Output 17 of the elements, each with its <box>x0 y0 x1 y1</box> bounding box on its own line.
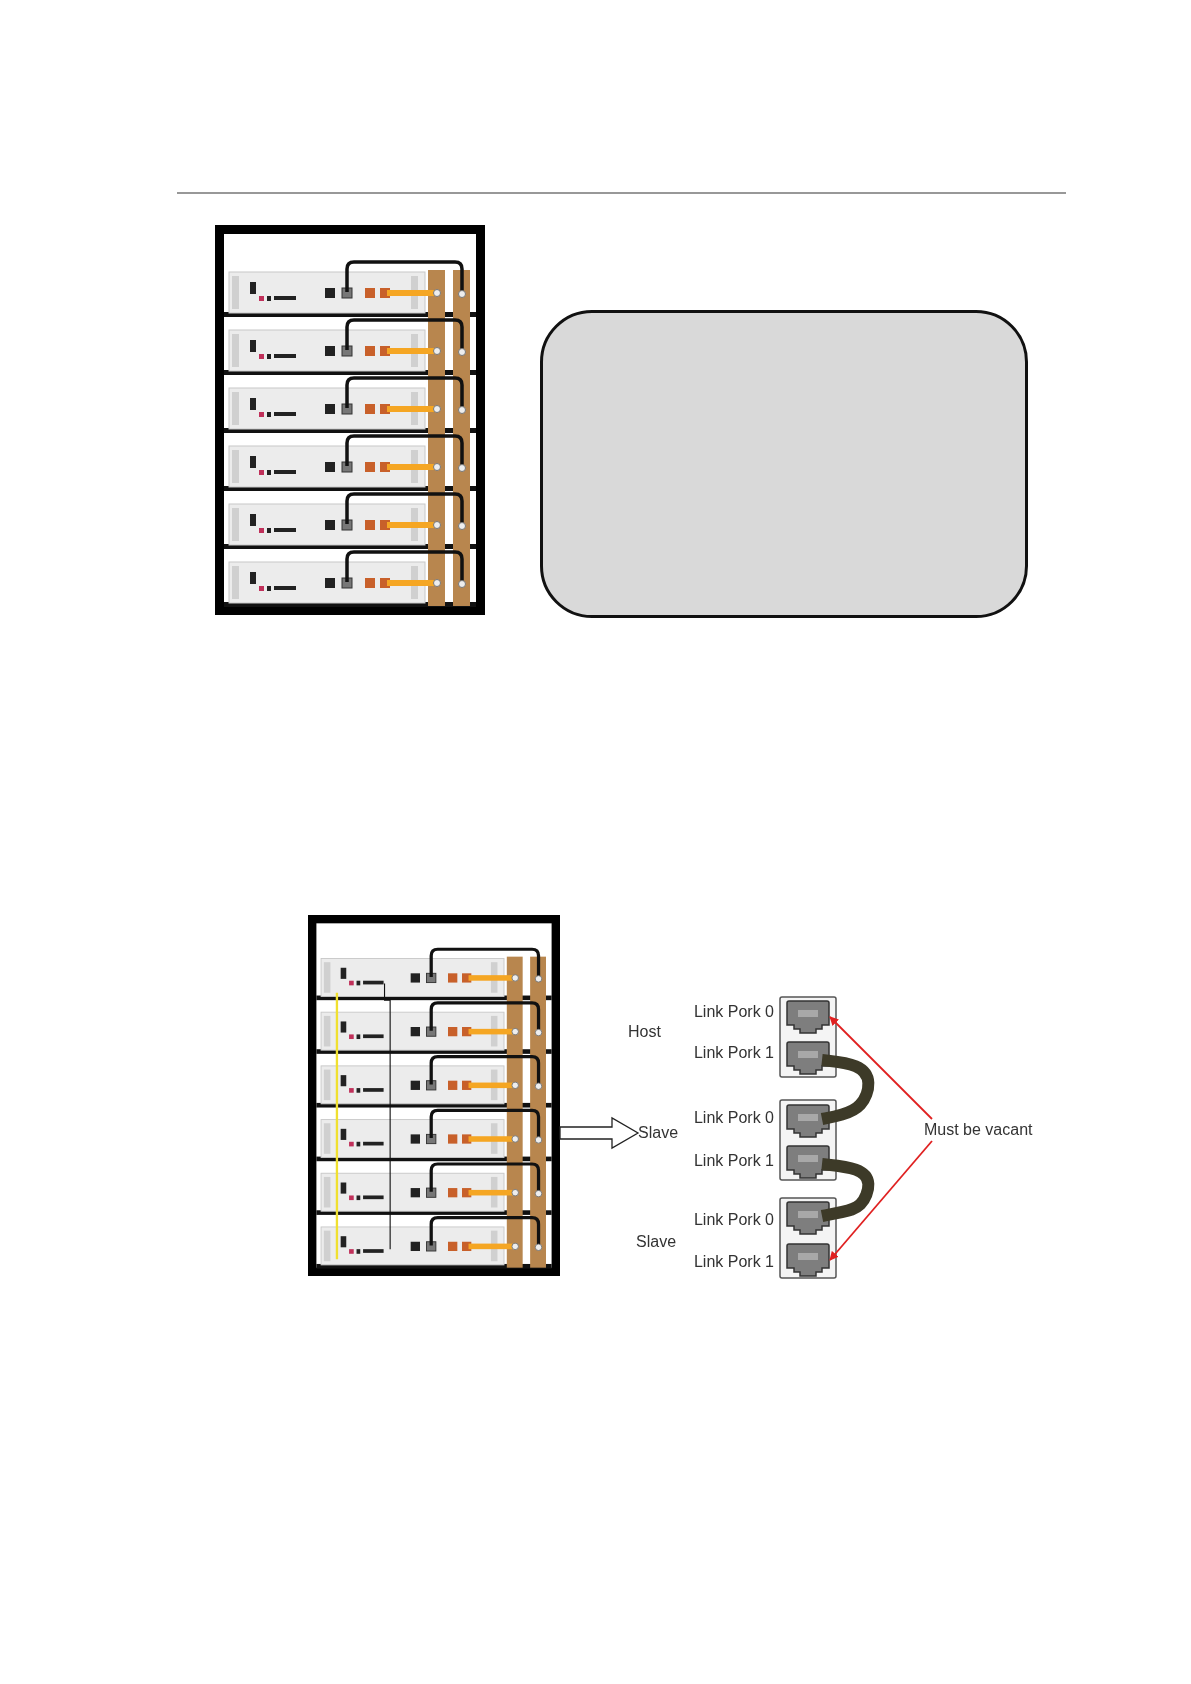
role-label: Slave <box>636 1231 680 1253</box>
arrow <box>829 1016 933 1120</box>
callout-text: Must be vacant <box>924 1119 1042 1141</box>
port-label: Link Pork 1 <box>692 1043 774 1063</box>
port-label: Link Pork 1 <box>692 1151 774 1171</box>
rounded-panel <box>540 310 1028 618</box>
port-label: Link Pork 1 <box>692 1252 774 1272</box>
port-label: Link Pork 0 <box>692 1002 774 1022</box>
arrow <box>829 1140 933 1261</box>
hollow-arrow <box>559 1116 640 1150</box>
role-label: Host <box>628 1021 672 1043</box>
ethernet-port-icon <box>786 1243 830 1277</box>
battery-rack-drawing <box>308 915 560 1276</box>
port-label: Link Pork 0 <box>692 1108 774 1128</box>
port-label: Link Pork 0 <box>692 1210 774 1230</box>
role-label: Slave <box>638 1122 682 1144</box>
ethernet-port-icon <box>786 1000 830 1034</box>
